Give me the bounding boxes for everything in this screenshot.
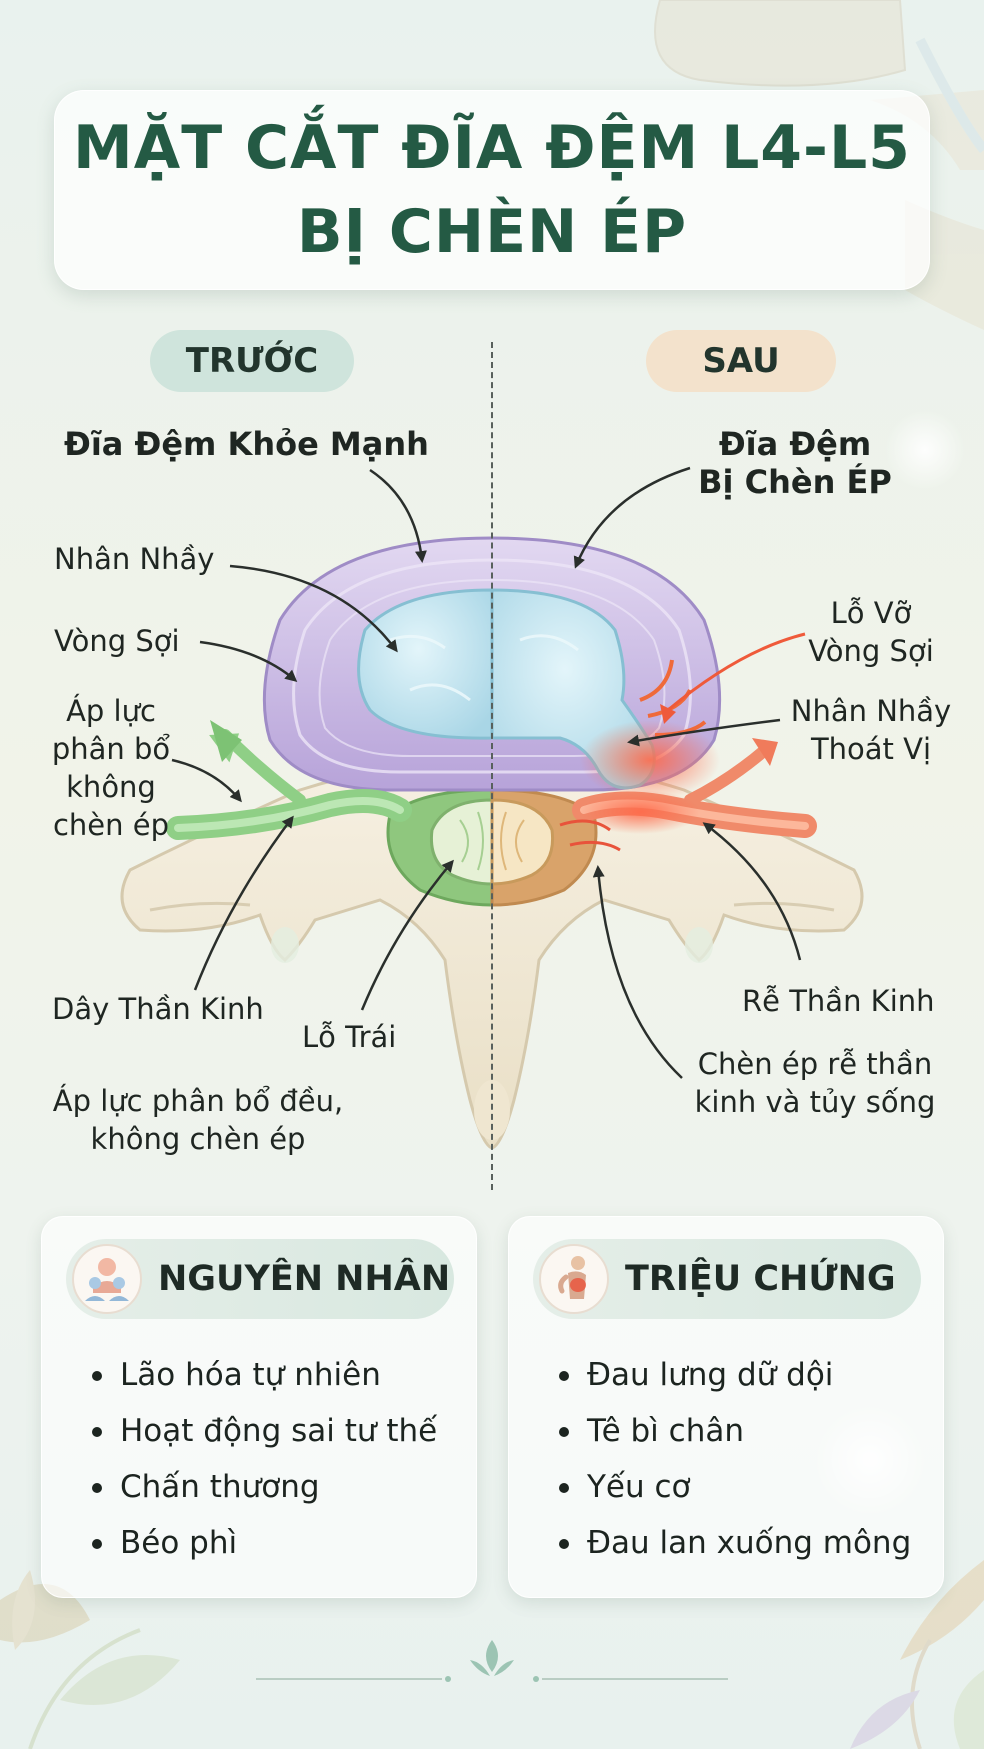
annotation-arrows-right <box>573 466 802 1079</box>
after-pill: SAU <box>646 330 836 392</box>
herniated-heading-line: Đĩa Đệm <box>718 425 872 463</box>
footer-ornament-icon <box>445 1640 539 1682</box>
disc-cross-section-diagram <box>120 466 864 1150</box>
herniated-disc-heading: Đĩa Đệm Bị Chèn ÉP <box>690 425 900 501</box>
pressure-label-line: chèn ép <box>52 808 169 842</box>
list-item: Tê bì chân <box>559 1403 911 1459</box>
compression-line: Chèn ép rễ thần <box>697 1047 933 1081</box>
page-title-line-1: MẶT CẮT ĐĨA ĐỆM L4-L5 <box>73 113 911 183</box>
symptoms-header: TRIỆU CHỨNG <box>533 1239 921 1319</box>
page-title-line-2: BỊ CHÈN ÉP <box>296 197 688 267</box>
herniated-nucleus-label: Nhân Nhầy Thoát Vị <box>776 692 966 768</box>
list-item: Chấn thương <box>92 1459 437 1515</box>
list-item: Đau lưng dữ dội <box>559 1347 911 1403</box>
healthy-summary-line: Áp lực phân bổ đều, <box>52 1084 344 1118</box>
causes-title: NGUYÊN NHÂN <box>158 1259 451 1299</box>
list-item: Lão hóa tự nhiên <box>92 1347 437 1403</box>
healthy-disc-heading: Đĩa Đệm Khỏe Mạnh <box>64 425 429 463</box>
tear-arrowhead <box>660 704 676 724</box>
annotation-arrows-left <box>171 468 454 1011</box>
causes-header: NGUYÊN NHÂN <box>66 1239 454 1319</box>
annulus-tear-line: Vòng Sợi <box>808 634 934 668</box>
pressure-label-line: phân bổ <box>51 732 171 766</box>
list-item: Yếu cơ <box>559 1459 911 1515</box>
compression-label: Chèn ép rễ thần kinh và tủy sống <box>690 1045 940 1121</box>
symptoms-list: Đau lưng dữ dội Tê bì chân Yếu cơ Đau la… <box>559 1347 911 1571</box>
symptoms-card: TRIỆU CHỨNG Đau lưng dữ dội Tê bì chân Y… <box>508 1216 944 1598</box>
pressure-label-line: Áp lực <box>66 694 156 728</box>
healthy-summary-line: không chèn ép <box>90 1122 306 1156</box>
herniated-nucleus-line: Nhân Nhầy <box>790 694 952 728</box>
nerve-root-label: Rễ Thần Kinh <box>742 984 935 1018</box>
healthy-summary-label: Áp lực phân bổ đều, không chèn ép <box>48 1082 348 1158</box>
list-item: Đau lan xuống mông <box>559 1515 911 1571</box>
compression-line: kinh và tủy sống <box>694 1085 936 1119</box>
list-item: Béo phì <box>92 1515 437 1571</box>
before-pill: TRƯỚC <box>150 330 354 392</box>
title-card: MẶT CẮT ĐĨA ĐỆM L4-L5 BỊ CHÈN ÉP <box>54 90 930 290</box>
list-item: Hoạt động sai tư thế <box>92 1403 437 1459</box>
tear-arrow <box>667 632 806 712</box>
footer-divider-right <box>542 1678 728 1680</box>
foramen-label: Lỗ Trái <box>302 1020 397 1054</box>
herniated-nucleus-line: Thoát Vị <box>810 732 932 766</box>
nerve-label: Dây Thần Kinh <box>52 992 264 1026</box>
before-after-divider <box>491 342 493 1190</box>
causes-card: NGUYÊN NHÂN Lão hóa tự nhiên Hoạt động s… <box>41 1216 477 1598</box>
symptoms-title: TRIỆU CHỨNG <box>625 1259 896 1299</box>
back-pain-icon <box>539 1244 609 1314</box>
pressure-label: Áp lực phân bổ không chèn ép <box>36 692 186 844</box>
pressure-label-line: không <box>66 770 156 804</box>
nucleus-label: Nhân Nhầy <box>54 542 215 576</box>
people-icon <box>72 1244 142 1314</box>
causes-list: Lão hóa tự nhiên Hoạt động sai tư thế Ch… <box>92 1347 437 1571</box>
nerve-root-right <box>559 738 817 852</box>
annulus-label: Vòng Sợi <box>54 624 180 658</box>
annulus-tear-line: Lỗ Vỡ <box>830 596 912 630</box>
annulus-tear-label: Lỗ Vỡ Vòng Sợi <box>796 594 946 670</box>
nerve-root-left <box>166 720 412 840</box>
footer-divider-left <box>256 1678 442 1680</box>
herniated-heading-line: Bị Chèn ÉP <box>698 463 892 501</box>
